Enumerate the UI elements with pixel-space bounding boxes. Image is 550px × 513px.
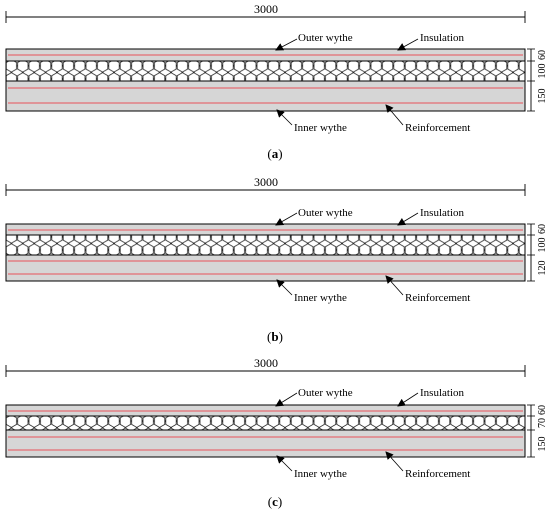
outer-wythe-label: Outer wythe <box>298 32 353 44</box>
insulation-leader <box>397 392 419 407</box>
panel-caption: (b) <box>267 329 283 344</box>
inner-wythe-label: Inner wythe <box>294 122 347 134</box>
outer-wythe-leader <box>275 212 298 226</box>
outer-wythe-leader <box>275 38 298 51</box>
thickness-inner-label: 150 <box>537 437 548 452</box>
span-label: 3000 <box>254 356 278 370</box>
inner-wythe-leader <box>276 279 293 296</box>
insulation-label: Insulation <box>420 387 464 399</box>
insulation-layer <box>5 60 526 82</box>
reinforcement-leader <box>385 275 404 296</box>
panel-c: 3000 60 70 150 Outer wythe Insulation In… <box>5 356 548 509</box>
span-label: 3000 <box>254 2 278 16</box>
panel-b: 3000 60 100 120 Outer wythe Insulation I… <box>5 175 548 344</box>
thickness-outer-label: 60 <box>537 50 548 60</box>
outer-wythe-label: Outer wythe <box>298 207 353 219</box>
inner-wythe-leader <box>276 109 293 126</box>
insulation-leader <box>397 38 419 51</box>
insulation-label: Insulation <box>420 207 464 219</box>
span-label: 3000 <box>254 175 278 189</box>
thickness-outer-label: 60 <box>537 224 548 234</box>
outer-wythe-label: Outer wythe <box>298 387 353 399</box>
thickness-insulation-label: 70 <box>537 418 548 428</box>
reinforcement-label: Reinforcement <box>405 468 470 480</box>
thickness-outer-label: 60 <box>537 405 548 415</box>
inner-wythe-label: Inner wythe <box>294 292 347 304</box>
reinforcement-leader <box>385 451 404 472</box>
inner-wythe-leader <box>276 455 293 472</box>
outer-wythe-leader <box>275 392 298 407</box>
panel-a: 3000 60 100 150 Outer wythe Insulation I… <box>5 2 548 161</box>
panel-caption: (c) <box>268 494 282 509</box>
thickness-inner-label: 150 <box>537 89 548 104</box>
insulation-label: Insulation <box>420 32 464 44</box>
insulation-layer <box>5 415 526 431</box>
insulation-leader <box>397 212 419 226</box>
reinforcement-label: Reinforcement <box>405 292 470 304</box>
thickness-inner-label: 120 <box>537 261 548 276</box>
reinforcement-label: Reinforcement <box>405 122 470 134</box>
thickness-insulation-label: 100 <box>537 64 548 79</box>
inner-wythe <box>5 80 526 112</box>
inner-wythe-label: Inner wythe <box>294 468 347 480</box>
panel-caption: (a) <box>267 146 282 161</box>
inner-wythe <box>5 254 526 282</box>
inner-wythe <box>5 429 526 458</box>
insulation-layer <box>5 234 526 256</box>
thickness-insulation-label: 100 <box>537 238 548 253</box>
reinforcement-leader <box>385 104 404 126</box>
